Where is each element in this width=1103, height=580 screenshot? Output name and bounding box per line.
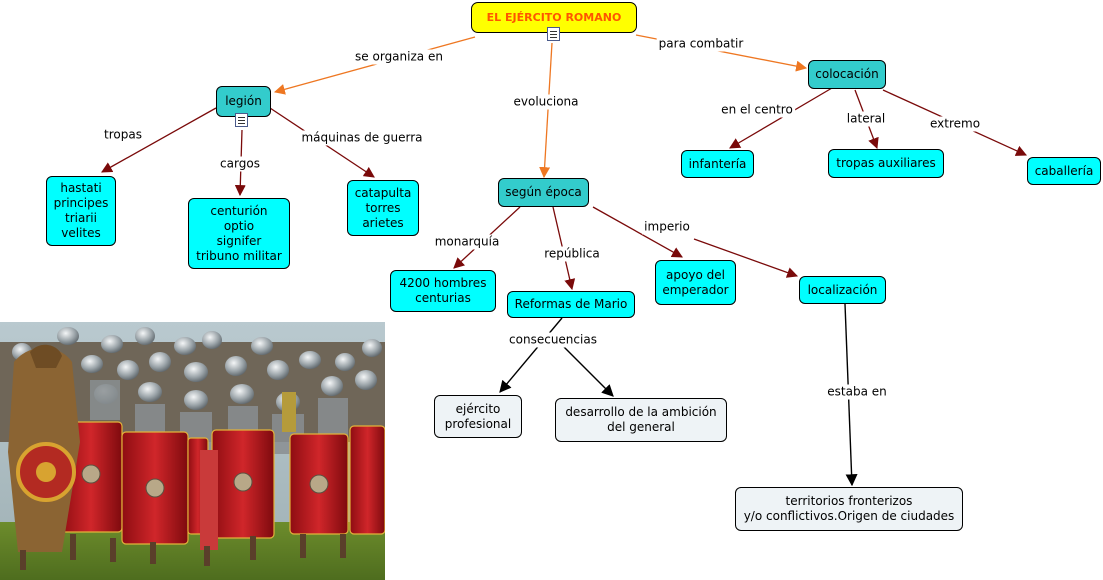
link-line-imperio-localizacion: [693, 238, 799, 278]
node-tropas-list[interactable]: hastati principes triarii velites: [46, 176, 116, 246]
link-line-evoluciona: [539, 42, 553, 179]
node-caballeria[interactable]: caballería: [1027, 157, 1101, 185]
link-line-consecuencias-desarrollo: [561, 344, 614, 397]
node-cargos-list[interactable]: centurión optio signifer tribuno militar: [188, 198, 290, 269]
root-node[interactable]: EL EJÉRCITO ROMANO: [471, 2, 637, 33]
node-legion[interactable]: legión: [216, 86, 271, 117]
node-maquinas-list[interactable]: catapulta torres arietes: [347, 180, 419, 236]
link-line-se-organiza-en: [273, 36, 476, 95]
link-label-estaba-en: estaba en: [825, 384, 889, 400]
node-segun-epoca[interactable]: según época: [498, 178, 589, 207]
link-label-se-organiza-en: se organiza en: [353, 49, 445, 65]
link-line-imperio-apoyo: [592, 206, 683, 258]
node-ejercito-profesional[interactable]: ejército profesional: [434, 395, 522, 438]
node-territorios-fronterizos[interactable]: territorios fronterizos y/o conflictivos…: [735, 487, 963, 531]
node-4200-hombres[interactable]: 4200 hombres centurias: [390, 270, 496, 312]
link-line-tropas: [101, 107, 217, 173]
link-label-monarquia: monarquía: [432, 234, 502, 250]
node-desarrollo-ambicion[interactable]: desarrollo de la ambición del general: [555, 398, 727, 442]
link-line-consecuencias-ejercito: [499, 317, 563, 393]
node-infanteria[interactable]: infantería: [681, 150, 754, 178]
node-colocacion[interactable]: colocación: [808, 60, 886, 89]
link-label-lateral: lateral: [844, 111, 888, 127]
link-label-para-combatir: para combatir: [656, 36, 746, 52]
node-localizacion[interactable]: localización: [799, 276, 886, 304]
link-label-cargos: cargos: [218, 156, 262, 172]
link-label-maquinas-de-guerra: máquinas de guerra: [299, 130, 425, 146]
node-apoyo-del-emperador[interactable]: apoyo del emperador: [655, 260, 736, 305]
roman-soldiers-photo: [0, 322, 385, 580]
link-label-consecuencias: consecuencias: [507, 332, 599, 348]
link-label-extremo: extremo: [927, 116, 983, 132]
link-line-en-el-centro: [729, 87, 833, 149]
node-reformas-de-mario[interactable]: Reformas de Mario: [507, 291, 635, 318]
document-icon[interactable]: [235, 113, 248, 127]
link-label-evoluciona: evoluciona: [511, 94, 581, 110]
node-tropas-auxiliares[interactable]: tropas auxiliares: [828, 149, 944, 178]
document-icon[interactable]: [547, 27, 560, 41]
link-label-republica: república: [542, 246, 602, 262]
link-label-imperio: imperio: [642, 219, 692, 235]
link-label-en-el-centro: en el centro: [719, 102, 795, 118]
link-label-tropas: tropas: [102, 127, 144, 143]
